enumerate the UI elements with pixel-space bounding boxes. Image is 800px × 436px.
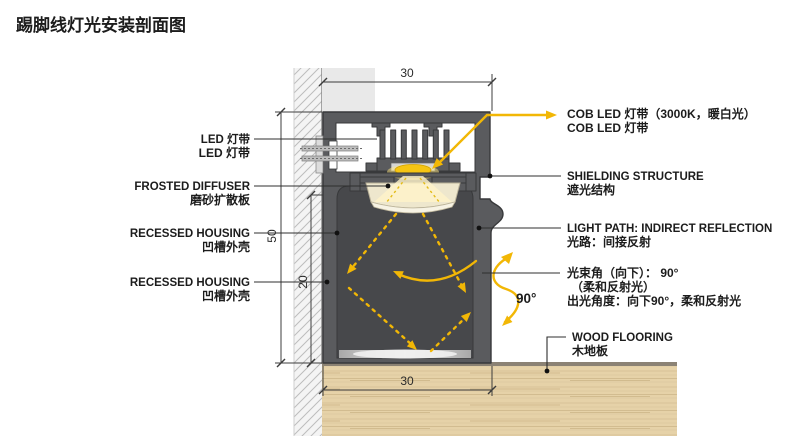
ray-down-right: [421, 212, 464, 288]
ray-bounce-up: [429, 314, 469, 353]
right-labels: COB LED 灯带（3000K，暖白光） COB LED 灯带 SHIELDI…: [566, 106, 772, 358]
label-light-path-zh: 光路：间接反射: [566, 234, 651, 249]
page-title: 踢脚线灯光安装剖面图: [16, 15, 186, 35]
diffuser-lens-band: [370, 201, 456, 214]
ray-bounce-down: [347, 286, 414, 347]
label-frosted-diffuser-zh: 磨砂扩散板: [189, 192, 251, 207]
wood-floor-body: [322, 364, 677, 436]
dim-top-width: 30: [400, 66, 414, 80]
dim-overall-height: 50: [265, 229, 279, 243]
wood-floor: [322, 362, 677, 436]
ray-arrowhead: [347, 263, 357, 274]
leader-lines: [254, 138, 566, 374]
left-labels: LED 灯带 LED 灯带 FROSTED DIFFUSER 磨砂扩散板 REC…: [130, 132, 251, 303]
wall-mount-plate: [315, 135, 324, 174]
light-path-rays: [347, 212, 478, 353]
dimension-height-50: 50: [265, 107, 322, 368]
beam-arrowhead-down: [502, 315, 513, 326]
label-wood-flooring-en: WOOD FLOORING: [572, 332, 673, 344]
label-led-strip-en: LED 灯带: [201, 132, 251, 146]
ray-arrowhead: [406, 340, 417, 350]
beam-arrowhead-up: [501, 252, 513, 264]
label-recessed-housing-2-en: RECESSED HOUSING: [130, 277, 250, 289]
recessed-profile: [300, 111, 504, 364]
wall-hatch: [294, 68, 322, 436]
label-recessed-housing-1-zh: 凹槽外壳: [202, 239, 250, 254]
label-cob-led-line2: COB LED 灯带: [567, 120, 648, 135]
dim-bottom-width: 30: [400, 374, 414, 388]
beam-angle-value: 90°: [516, 291, 536, 306]
wood-floor-top-edge: [322, 362, 677, 366]
ray-arrowhead: [457, 282, 466, 293]
beam-angle-indicator: 90°: [492, 252, 536, 326]
label-beam-angle-line3: 出光角度：向下90°，柔和反射光: [567, 293, 741, 308]
left-wall-slot: [328, 140, 338, 170]
reflection-curve-arrow: [396, 259, 478, 282]
label-shielding-en: SHIELDING STRUCTURE: [567, 171, 704, 183]
label-cob-led-line1: COB LED 灯带（3000K，暖白光）: [567, 106, 756, 121]
label-recessed-housing-2-zh: 凹槽外壳: [202, 288, 250, 303]
leader-wood-flooring: [546, 336, 566, 371]
label-recessed-housing-1-en: RECESSED HOUSING: [130, 228, 250, 240]
ray-down-left: [350, 212, 398, 270]
light-cone: [374, 176, 452, 202]
light-pool-highlight: [353, 349, 457, 359]
label-led-strip-zh: LED 灯带: [199, 145, 250, 160]
mounting-screws: [300, 145, 362, 162]
wall-section: [293, 68, 375, 436]
wall-finish-above: [322, 68, 375, 112]
ray-arrowhead: [460, 312, 471, 322]
label-wood-flooring-zh: 木地板: [571, 343, 609, 358]
cob-led-leader: [432, 110, 557, 169]
curve-arrowhead: [393, 271, 404, 279]
label-frosted-diffuser-en: FROSTED DIFFUSER: [134, 181, 250, 193]
dimension-top-30: 30: [318, 66, 497, 111]
label-shielding-zh: 遮光结构: [567, 182, 615, 197]
diffuser-frame: [349, 172, 477, 192]
label-beam-angle-line2: （柔和反射光）: [571, 279, 655, 294]
label-light-path-en: LIGHT PATH: INDIRECT REFLECTION: [567, 223, 772, 235]
leader-arrowhead-led: [432, 158, 444, 169]
leader-arrowhead-label: [546, 110, 557, 120]
label-beam-angle-line1: 光束角（向下）： 90°: [566, 265, 679, 280]
dimension-bottom-30: 30: [318, 366, 497, 396]
